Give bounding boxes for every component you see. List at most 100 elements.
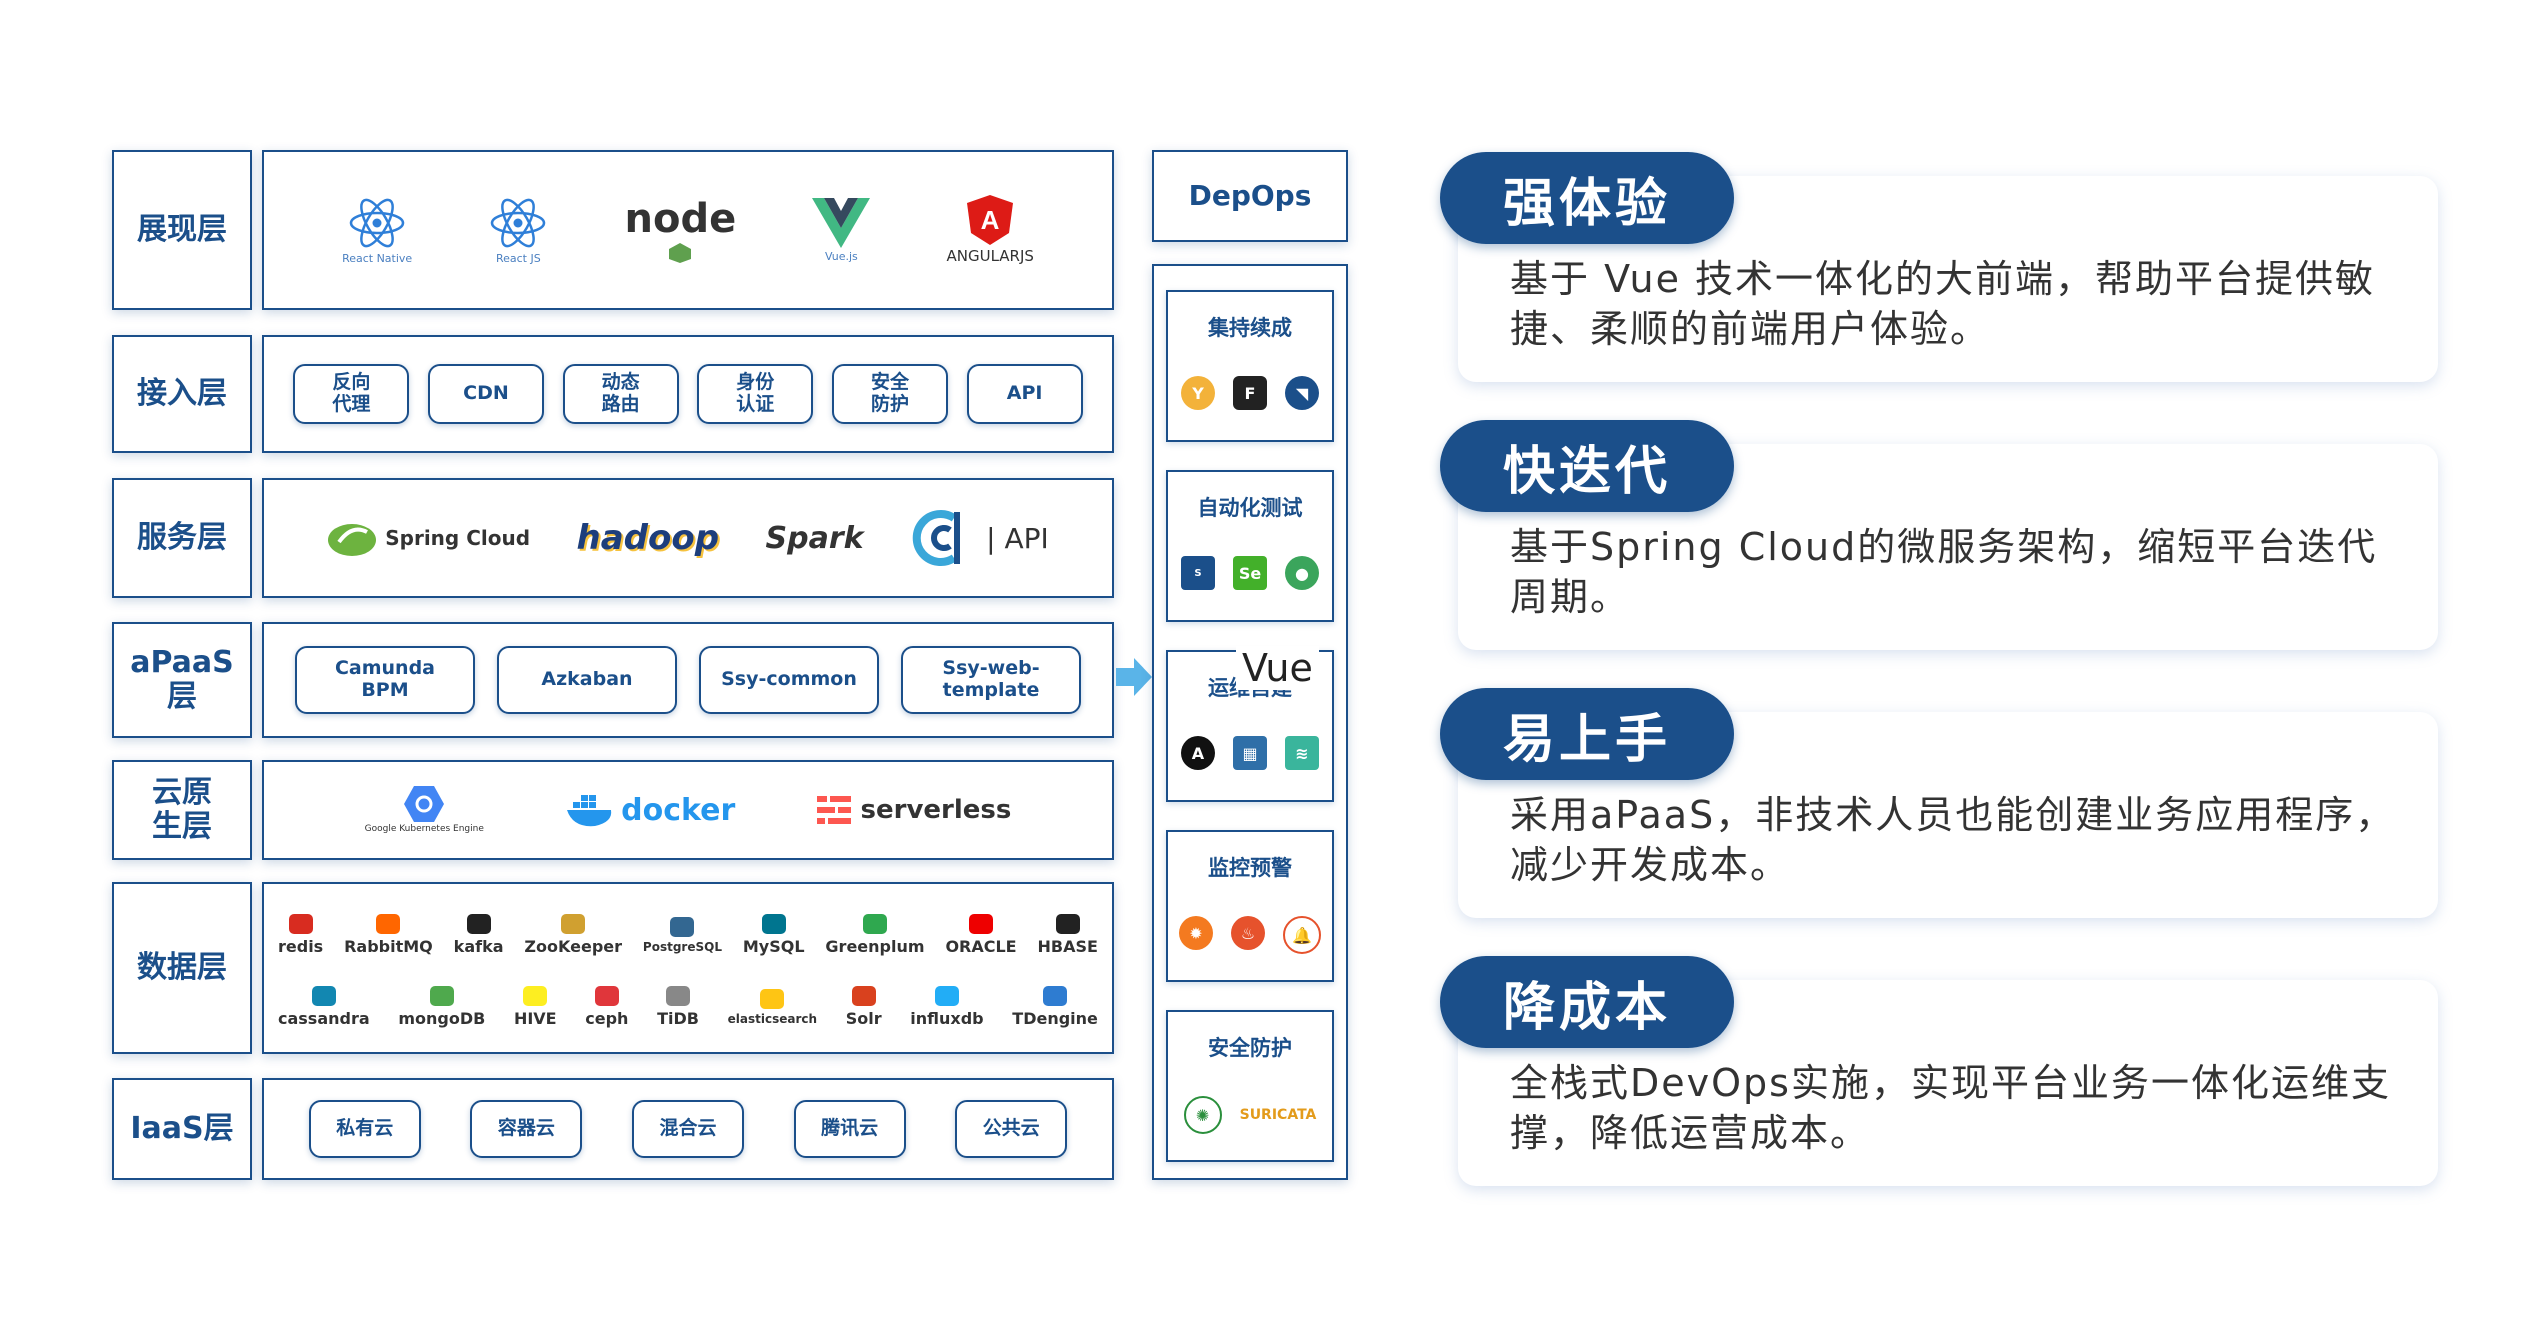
feature-card-cost: 全栈式DevOps实施，实现平台业务一体化运维支撑，降低运营成本。 bbox=[1458, 980, 2438, 1186]
chip-api: API bbox=[966, 364, 1083, 424]
data-logo-label: cassandra bbox=[278, 1009, 370, 1028]
data-logo-label: HBASE bbox=[1037, 937, 1098, 956]
data-logo-tidb: TiDB bbox=[657, 986, 699, 1028]
database-icon bbox=[761, 914, 786, 934]
vue-overlay-text: Vue bbox=[1236, 646, 1319, 690]
satisfice-icon: S bbox=[1181, 556, 1215, 590]
layer-label-service: 服务层 bbox=[112, 478, 252, 598]
data-logo-label: redis bbox=[278, 937, 324, 956]
layer-label-iaas: IaaS层 bbox=[112, 1078, 252, 1180]
vue-logo: Vue.js bbox=[812, 197, 871, 263]
angular-logo: A ANGULARJS bbox=[946, 195, 1034, 265]
chip-ssy-web-template: Ssy-web- template bbox=[901, 646, 1081, 714]
database-icon bbox=[862, 914, 887, 934]
data-logo-elasticsearch: elasticsearch bbox=[727, 988, 818, 1026]
layer-label-data: 数据层 bbox=[112, 882, 252, 1054]
database-icon bbox=[934, 986, 959, 1006]
database-icon bbox=[466, 914, 491, 934]
chip-hybrid-cloud: 混合云 bbox=[631, 1100, 744, 1158]
bull-icon: ◥ bbox=[1285, 376, 1319, 410]
data-logo-kafka: kafka bbox=[454, 914, 504, 956]
database-icon bbox=[561, 914, 586, 934]
data-logo-tdengine: TDengine bbox=[1012, 986, 1098, 1028]
spark-logo: Spark bbox=[765, 520, 864, 556]
chip-authentication: 身份 认证 bbox=[697, 364, 814, 424]
database-icon bbox=[851, 986, 876, 1006]
devops-section-monitoring: 监控预警 ✹ ♨ 🔔 bbox=[1166, 830, 1334, 982]
chip-dynamic-routing: 动态 路由 bbox=[562, 364, 679, 424]
data-logo-label: elasticsearch bbox=[727, 1011, 818, 1026]
database-icon bbox=[594, 986, 619, 1006]
prometheus-icon: ♨ bbox=[1231, 916, 1265, 950]
arrow-icon bbox=[1116, 658, 1152, 696]
chip-ssy-common: Ssy-common bbox=[699, 646, 879, 714]
data-logo-label: TDengine bbox=[1012, 1009, 1098, 1028]
data-logo-label: Solr bbox=[845, 1009, 882, 1028]
bell-icon: 🔔 bbox=[1283, 916, 1321, 954]
database-icon bbox=[1043, 986, 1068, 1006]
layer-label-access: 接入层 bbox=[112, 335, 252, 453]
database-icon bbox=[666, 986, 691, 1006]
data-logo-label: RabbitMQ bbox=[344, 937, 433, 956]
gke-logo: Google Kubernetes Engine bbox=[365, 786, 484, 834]
data-logo-redis: redis bbox=[278, 914, 323, 956]
devops-section-ci: 集持续成 Y F ◥ bbox=[1166, 290, 1334, 442]
data-logo-label: HIVE bbox=[513, 1009, 557, 1028]
data-logo-oracle: ORACLE bbox=[945, 914, 1017, 956]
data-logos-row-2: cassandra mongoDB HIVE ceph TiDB elasticsearc… bbox=[278, 982, 1098, 1032]
database-icon bbox=[429, 986, 454, 1006]
chip-container-cloud: 容器云 bbox=[470, 1100, 583, 1158]
layers-icon: ≋ bbox=[1285, 736, 1319, 770]
hadoop-logo: hadoop bbox=[576, 518, 720, 558]
serverless-logo: serverless bbox=[816, 795, 1011, 825]
feature-title-easy: 易上手 bbox=[1440, 688, 1734, 780]
data-logo-label: Greenplum bbox=[825, 937, 925, 956]
data-logo-rabbitmq: RabbitMQ bbox=[344, 914, 433, 956]
layer-content-presentation: React Native React JS node Vue.js A ANGU… bbox=[262, 150, 1114, 310]
sphere-icon: ● bbox=[1285, 556, 1319, 590]
data-logo-influxdb: influxdb bbox=[910, 986, 984, 1028]
data-logo-greenplum: Greenplum bbox=[825, 914, 925, 956]
chip-security: 安全 防护 bbox=[831, 364, 948, 424]
chip-private-cloud: 私有云 bbox=[308, 1100, 421, 1158]
layer-label-presentation: 展现层 bbox=[112, 150, 252, 310]
selenium-icon: Se bbox=[1233, 556, 1267, 590]
data-logo-label: ORACLE bbox=[945, 937, 1017, 956]
database-icon bbox=[1055, 914, 1080, 934]
data-logo-label: MySQL bbox=[742, 937, 805, 956]
data-logo-cassandra: cassandra bbox=[278, 986, 370, 1028]
chip-tencent-cloud: 腾讯云 bbox=[793, 1100, 906, 1158]
data-logo-mysql: MySQL bbox=[743, 914, 805, 956]
react-native-logo: React Native bbox=[342, 196, 412, 265]
database-icon bbox=[760, 988, 785, 1009]
data-logo-ceph: ceph bbox=[585, 986, 628, 1028]
chip-public-cloud: 公共云 bbox=[955, 1100, 1068, 1158]
layer-content-service: Spring Cloud hadoop Spark | API bbox=[262, 478, 1114, 598]
data-logo-zookeeper: ZooKeeper bbox=[524, 914, 622, 956]
data-logo-label: influxdb bbox=[910, 1009, 984, 1028]
data-logo-solr: Solr bbox=[846, 986, 882, 1028]
database-icon bbox=[969, 914, 994, 934]
layer-content-access: 反向 代理 CDN 动态 路由 身份 认证 安全 防护 API bbox=[262, 335, 1114, 453]
data-logo-postgresql: PostgreSQL bbox=[643, 916, 722, 954]
api-logo: | API bbox=[910, 508, 1049, 568]
layer-content-apaas: Camunda BPM Azkaban Ssy-common Ssy-web- … bbox=[262, 622, 1114, 738]
devops-section-test: 自动化测试 S Se ● bbox=[1166, 470, 1334, 622]
chip-reverse-proxy: 反向 代理 bbox=[293, 364, 410, 424]
suricata-logo: SURICATA bbox=[1239, 1107, 1317, 1123]
database-icon bbox=[288, 914, 313, 934]
chip-camunda: Camunda BPM bbox=[295, 646, 475, 714]
data-logo-mongodb: mongoDB bbox=[398, 986, 485, 1028]
grafana-icon: ✹ bbox=[1179, 916, 1213, 950]
data-logo-hive: HIVE bbox=[514, 986, 557, 1028]
data-logo-label: ceph bbox=[585, 1009, 629, 1028]
y-shape-icon: Y bbox=[1181, 376, 1215, 410]
data-logo-hbase: HBASE bbox=[1038, 914, 1098, 956]
layer-content-iaas: 私有云 容器云 混合云 腾讯云 公共云 bbox=[262, 1078, 1114, 1180]
data-logo-label: ZooKeeper bbox=[524, 937, 623, 956]
devops-title: DepOps bbox=[1152, 150, 1348, 242]
data-logo-label: TiDB bbox=[657, 1009, 699, 1028]
chip-cdn: CDN bbox=[427, 364, 544, 424]
